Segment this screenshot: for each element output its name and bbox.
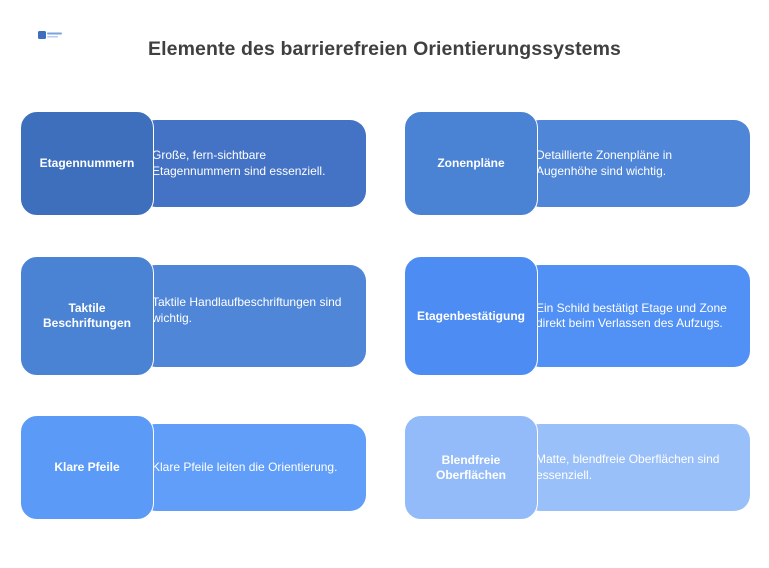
card-description-box: Klare Pfeile leiten die Orientierung. [140,424,366,511]
card-description: Klare Pfeile leiten die Orientierung. [152,459,338,474]
card-label-box: Etagennummern [20,111,154,216]
card-etagenbestaetigung: Ein Schild bestätigt Etage und Zone dire… [404,256,750,376]
card-blendfreie-oberflaechen: Matte, blendfreie Oberflächen sind essen… [404,415,750,520]
card-label: Taktile Beschriftungen [42,301,131,330]
card-label: Etagenbestätigung [416,308,525,323]
card-label-box: Klare Pfeile [20,415,154,520]
card-description-box: Taktile Handlaufbeschriftungen sind wich… [140,265,366,367]
card-zonenplaene: Detaillierte Zonenpläne in Augenhöhe sin… [404,111,750,216]
logo-icon [38,31,62,39]
page-title: Elemente des barrierefreien Orientierung… [148,38,621,60]
card-description: Taktile Handlaufbeschriftungen sind wich… [152,295,342,325]
card-label-box: Zonenpläne [404,111,538,216]
card-description-box: Matte, blendfreie Oberflächen sind essen… [524,424,750,511]
card-description-box: Große, fern-sichtbare Etagennummern sind… [140,120,366,207]
card-label: Etagennummern [39,156,135,170]
card-description: Ein Schild bestätigt Etage und Zone dire… [536,300,727,331]
card-label-box: Taktile Beschriftungen [20,256,154,376]
card-label: Blendfreie Oberflächen [435,452,507,482]
card-label-box: Blendfreie Oberflächen [404,415,538,520]
card-description-box: Detaillierte Zonenpläne in Augenhöhe sin… [524,120,750,207]
card-taktile-beschriftungen: Taktile Handlaufbeschriftungen sind wich… [20,256,366,376]
card-description: Große, fern-sichtbare Etagennummern sind… [152,148,326,178]
card-label-box: Etagenbestätigung [404,256,538,376]
card-description-box: Ein Schild bestätigt Etage und Zone dire… [524,265,750,367]
card-description: Matte, blendfreie Oberflächen sind essen… [536,452,720,482]
card-etagennummern: Große, fern-sichtbare Etagennummern sind… [20,111,366,216]
card-klare-pfeile: Klare Pfeile leiten die Orientierung. Kl… [20,415,366,520]
card-label: Klare Pfeile [54,460,120,474]
card-label: Zonenpläne [437,156,505,170]
card-description: Detaillierte Zonenpläne in Augenhöhe sin… [536,148,673,178]
